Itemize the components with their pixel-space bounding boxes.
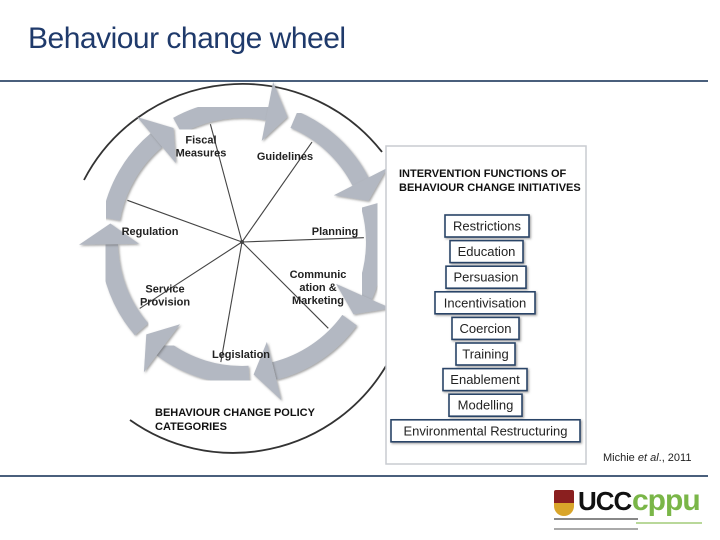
ring-arrow-head	[336, 283, 391, 315]
ring-arrow-head	[143, 324, 180, 373]
ucc-logo-subtitle	[554, 518, 638, 530]
wheel-spoke	[139, 241, 243, 309]
outer-boundary-arc	[83, 83, 387, 454]
bottom-divider	[0, 475, 708, 477]
ring-arrow-head	[253, 341, 282, 401]
function-box	[445, 265, 527, 290]
ring-arrow-body	[290, 111, 369, 186]
function-box	[442, 367, 528, 392]
function-label: Enablement	[450, 372, 520, 387]
category-planning: Planning	[312, 226, 358, 238]
wheel-spokes	[127, 124, 364, 363]
function-label: Environmental Restructuring	[403, 423, 567, 438]
function-box	[448, 393, 523, 418]
function-label: Modelling	[458, 398, 514, 413]
function-label: Education	[458, 244, 516, 259]
wheel-spoke	[209, 124, 243, 243]
ring-arrow-head	[261, 82, 288, 141]
function-label: Training	[462, 347, 508, 362]
footer-logos: UCC cppu	[548, 484, 708, 534]
ucc-logo-text: UCC	[578, 486, 632, 516]
wheel-spoke	[241, 241, 329, 329]
category-regulation: Regulation	[122, 226, 179, 238]
function-label: Incentivisation	[444, 295, 526, 310]
wheel-spoke	[241, 141, 313, 243]
ring-arrow-head	[333, 168, 388, 201]
slide-title: Behaviour change wheel	[28, 22, 346, 55]
circular-arrow-ring	[79, 82, 391, 401]
cppu-logo-subtitle	[636, 522, 702, 524]
ring-arrow-body	[173, 99, 270, 134]
ring-arrow-head	[137, 117, 176, 164]
function-box	[455, 342, 516, 366]
ucc-shield-logo	[554, 490, 574, 516]
function-box	[451, 316, 520, 341]
wheel-hub	[240, 240, 244, 244]
function-box	[444, 214, 530, 238]
outer-wheel-boundary	[83, 83, 387, 454]
function-box	[449, 239, 524, 264]
function-label: Restrictions	[453, 219, 521, 234]
cppu-logo-text: cppu	[632, 484, 701, 517]
ring-arrow-head	[79, 223, 139, 245]
wheel-spoke	[220, 241, 243, 363]
function-label: Coercion	[459, 321, 511, 336]
category-guidelines: Guidelines	[257, 151, 313, 163]
category-legislation: Legislation	[212, 349, 270, 361]
ring-arrow-body	[102, 133, 163, 221]
top-divider	[0, 80, 708, 82]
function-box	[434, 290, 536, 315]
function-label: Persuasion	[453, 270, 518, 285]
ring-arrow-body	[156, 340, 250, 384]
citation: Michie et al., 2011	[603, 452, 692, 464]
ring-arrow-body	[355, 202, 384, 300]
function-box	[390, 418, 581, 443]
ring-arrow-body	[100, 243, 149, 336]
ring-arrow-body	[271, 314, 357, 380]
wheel-spoke	[127, 199, 243, 243]
wheel-spoke	[241, 237, 364, 243]
